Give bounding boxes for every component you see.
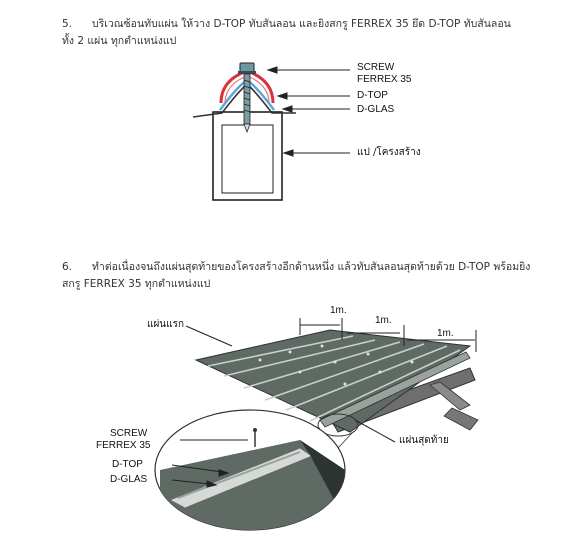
last-sheet-label: แผ่นสุดท้าย (399, 435, 449, 446)
purlin-label: แป /โครงสร้าง (357, 147, 421, 158)
step-6-text: 6. ทำต่อเนื่องจนถึงแผ่นสุดท้ายของโครงสร้า… (62, 259, 542, 293)
step-5-line-1: บริเวณซ้อนทับแผ่น ให้วาง D-TOP ทับสันลอน… (92, 18, 511, 30)
step-6-number: 6. (62, 261, 73, 273)
spacing-label-3: 1m. (437, 328, 454, 339)
dglas-label: D-GLAS (357, 104, 395, 115)
spacing-label-1: 1m. (330, 305, 347, 316)
step-5-number: 5. (62, 18, 73, 30)
detail-screw-label-line-1: SCREW (110, 428, 148, 439)
step-5-line-2: ทั้ง 2 แผ่น ทุกตำแหน่งแป (62, 35, 177, 47)
detail-zoom-circle (154, 409, 346, 531)
detail-dtop-label: D-TOP (112, 459, 143, 470)
spacing-label-2: 1m. (375, 315, 392, 326)
detail-screw-label-line-2: FERREX 35 (96, 440, 151, 451)
first-sheet-label: แผ่นแรก (147, 319, 185, 330)
screw-label-line-1: SCREW (357, 62, 395, 73)
step-6-line-2: สกรู FERREX 35 ทุกตำแหน่งแป (62, 278, 211, 290)
screw-icon (238, 62, 256, 134)
roof-perspective-diagram (185, 318, 479, 501)
dtop-label: D-TOP (357, 90, 388, 101)
detail-dglas-label: D-GLAS (110, 474, 148, 485)
screw-label-line-2: FERREX 35 (357, 74, 412, 85)
step-6-line-1: ทำต่อเนื่องจนถึงแผ่นสุดท้ายของโครงสร้างอ… (92, 261, 531, 273)
step-5-text: 5. บริเวณซ้อนทับแผ่น ให้วาง D-TOP ทับสันล… (62, 16, 542, 50)
